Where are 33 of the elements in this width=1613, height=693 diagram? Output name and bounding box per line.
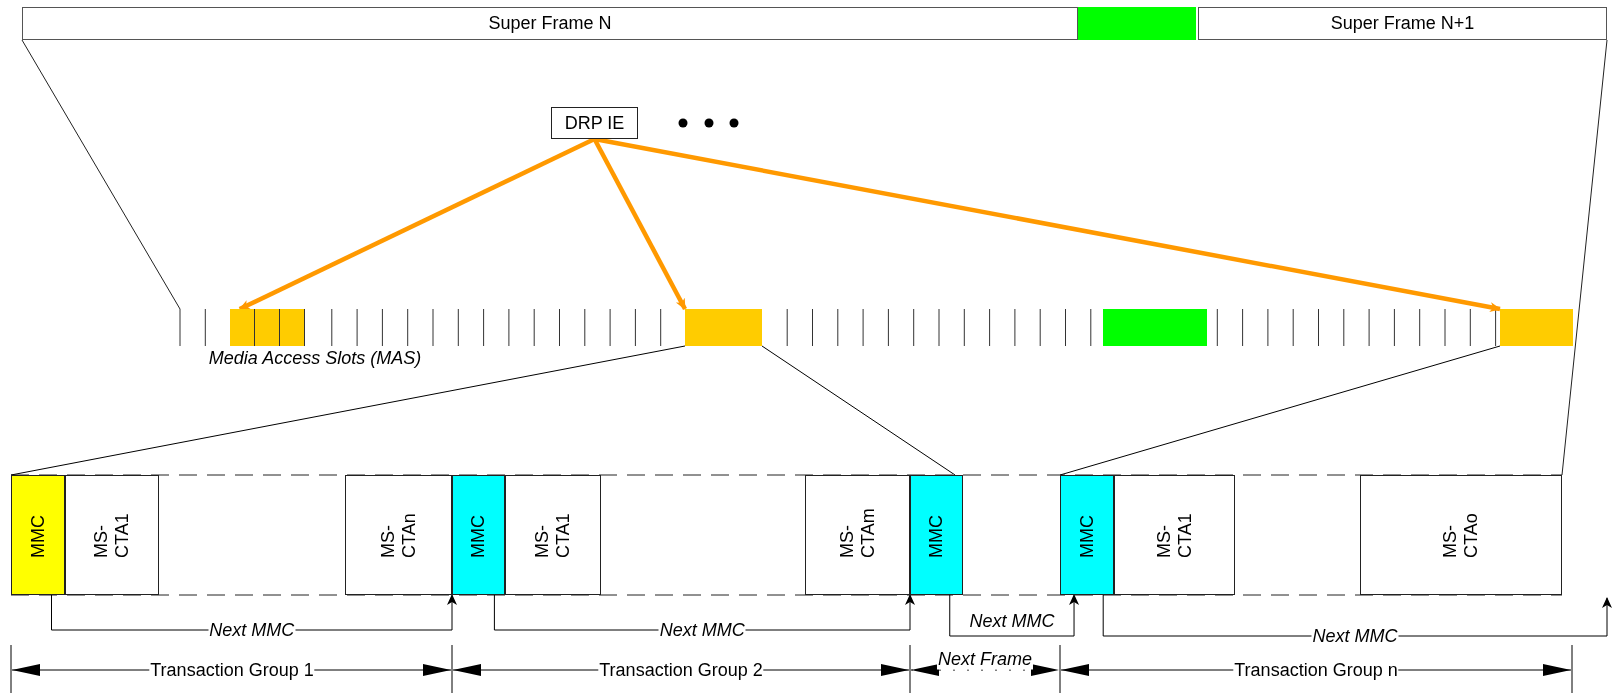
cta-slot — [1360, 475, 1562, 595]
node-text: MMC — [27, 514, 49, 558]
node-text: MMC — [1076, 514, 1098, 558]
node-text: MMC — [468, 514, 489, 558]
node-text: Super Frame N — [488, 13, 612, 34]
node-text: MS-CTAo — [1440, 512, 1482, 558]
mmc-slot — [1060, 475, 1114, 595]
mmc-slot — [452, 475, 505, 595]
reserved-slot-block — [1500, 309, 1573, 346]
zoom-line — [1059, 345, 1501, 476]
cta-slot — [505, 475, 601, 595]
zoom-line — [761, 345, 956, 476]
cta-slot — [65, 475, 159, 595]
reserved-slot-block — [685, 309, 762, 346]
cta-slot — [345, 475, 452, 595]
reserved-slot-block — [230, 309, 305, 346]
frame-segment — [22, 7, 1078, 40]
arrow — [949, 594, 1080, 637]
beacon-period-block — [1078, 7, 1196, 40]
node-text: MMC — [926, 514, 947, 558]
frame-segment — [1198, 7, 1607, 40]
mmc-slot — [910, 475, 963, 595]
node-text: MS-CTA1 — [1153, 512, 1196, 558]
node-text: MS-CTA1 — [91, 512, 133, 558]
node-text: Super Frame N+1 — [1330, 13, 1475, 34]
cta-slot — [805, 475, 910, 595]
node-text: MS-CTA1 — [532, 512, 574, 558]
mmc-slot — [11, 475, 65, 595]
ie-box — [551, 107, 638, 139]
beacon-slot-block — [1103, 309, 1207, 346]
cta-slot — [1114, 475, 1235, 595]
node-text: DRP IE — [564, 112, 625, 134]
node-text: MS-CTAn — [377, 512, 420, 558]
